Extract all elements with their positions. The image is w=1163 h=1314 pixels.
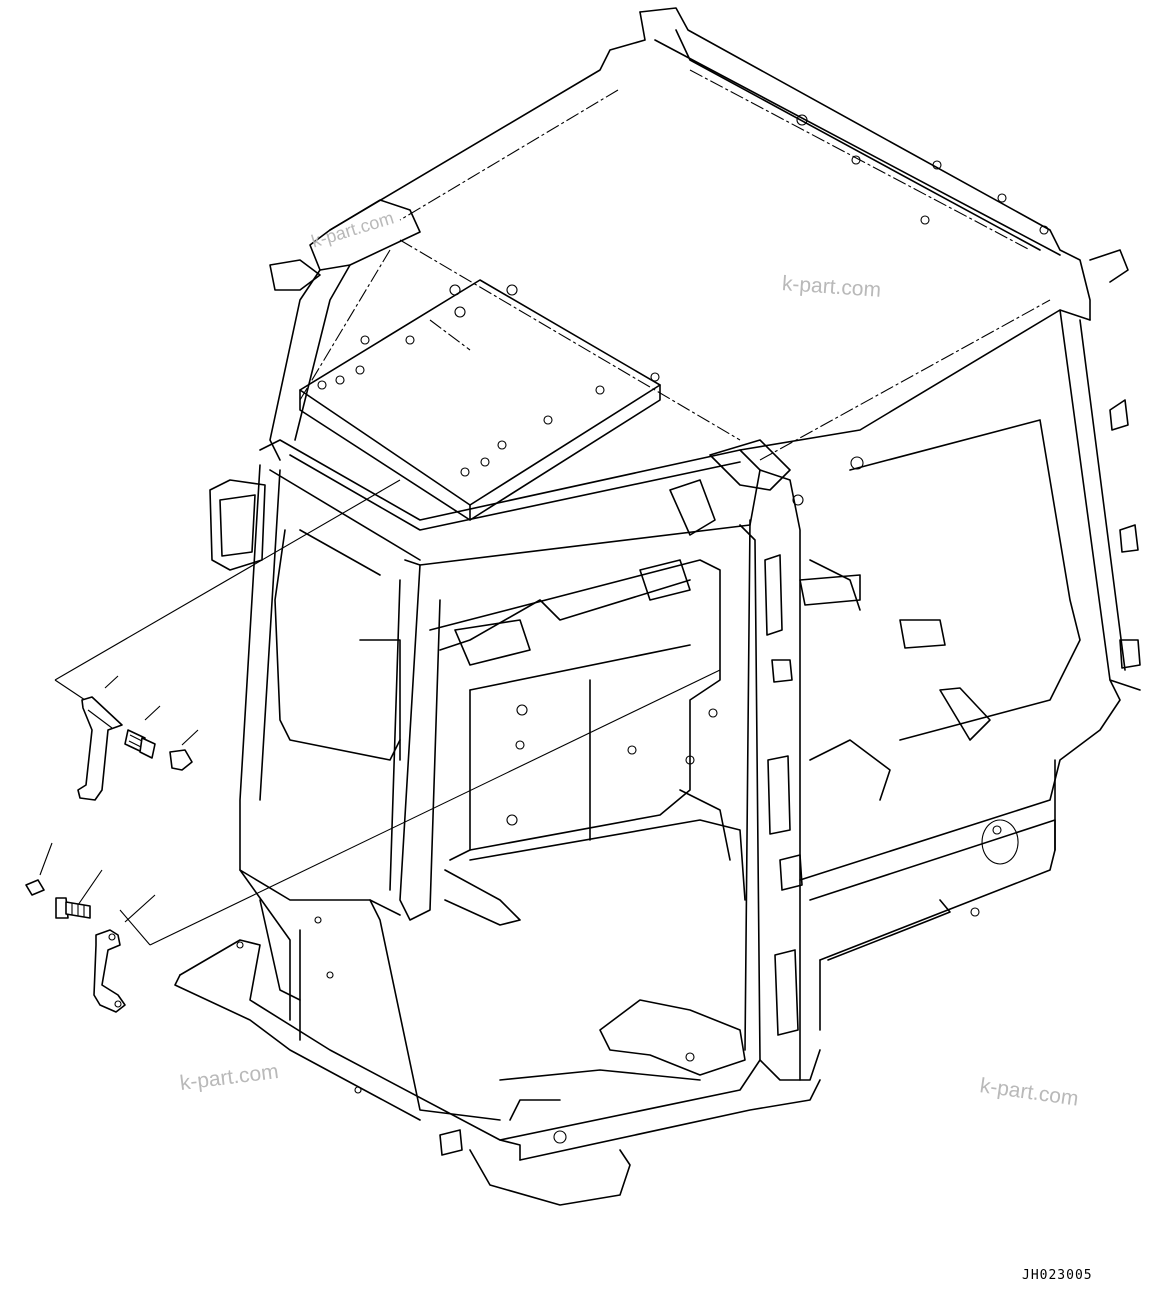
leader-lines <box>39 479 721 946</box>
bolt-icon <box>124 729 156 759</box>
rear-wall <box>429 559 746 926</box>
grab-handle-icon <box>77 696 123 801</box>
roof-panel <box>299 279 661 521</box>
grab-handle-icon <box>93 929 126 1013</box>
cap-icon <box>169 749 193 771</box>
right-lower-body <box>799 559 1121 1031</box>
bolt-icon <box>55 897 91 919</box>
lower-body <box>174 869 821 1206</box>
bolt-holes <box>236 114 1049 1144</box>
washer-icon <box>25 879 45 896</box>
drawing-code: JH023005 <box>1022 1268 1093 1283</box>
right-pillar <box>739 469 821 1081</box>
front-header <box>259 439 791 566</box>
